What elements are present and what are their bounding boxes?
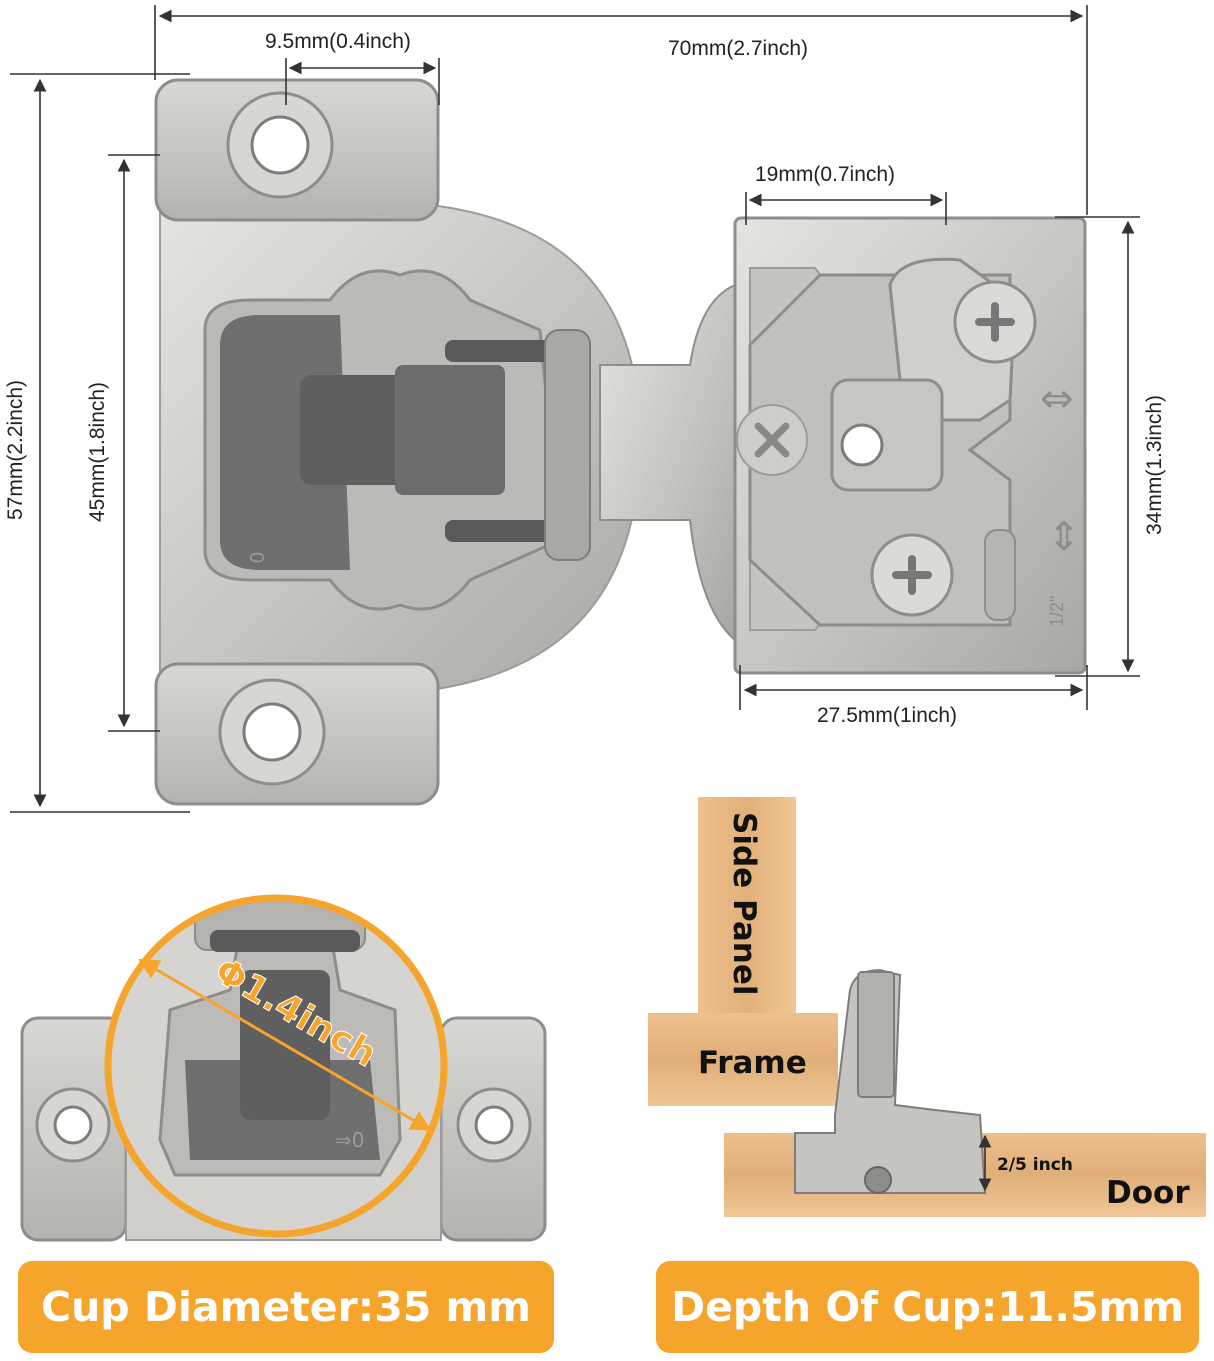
side-panel-board [698, 797, 796, 1013]
cup-arrow-mark: ⇒0 [335, 1128, 364, 1152]
cup-diameter-badge: Cup Diameter:35 mm [18, 1261, 554, 1353]
frame-label: Frame [698, 1045, 807, 1081]
overlay-mark: 1/2" [1047, 596, 1067, 627]
cup-zero-mark: 0 [245, 552, 267, 563]
lateral-arrow: ⇔ [1040, 376, 1074, 422]
hinge-plate: 0 [154, 78, 642, 806]
vertical-arrow: ⇕ [1047, 514, 1081, 560]
plate-hole-offset-label: 9.5mm(0.4inch) [265, 30, 411, 53]
hinge-arm: ⇔ ⇕ 1/2" [599, 216, 1087, 675]
arm-height-label: 34mm(1.3inch) [1143, 395, 1166, 535]
overall-width-label: 70mm(2.7inch) [668, 37, 808, 60]
cup-highlight-ring [104, 894, 448, 1238]
side-panel-label: Side Panel [726, 812, 762, 996]
arm-width-label: 27.5mm(1inch) [817, 704, 957, 727]
arm-top-width-label: 19mm(0.7inch) [755, 163, 895, 186]
door-label: Door [1106, 1175, 1190, 1211]
overlay-label: 2/5 inch [997, 1155, 1073, 1175]
dimension-lines [10, 5, 1140, 813]
frame-board [648, 1013, 838, 1106]
cup-depth-badge: Depth Of Cup:11.5mm [656, 1261, 1199, 1353]
installation-diagram: Side Panel Frame Door 2/5 inch [648, 797, 1206, 1217]
cup-closeup: ⇒0 Φ1.4inch [20, 894, 547, 1242]
overall-height-label: 57mm(2.2inch) [4, 380, 27, 520]
hole-spacing-label: 45mm(1.8inch) [86, 382, 109, 522]
cup-diameter-arrow [138, 958, 432, 1132]
